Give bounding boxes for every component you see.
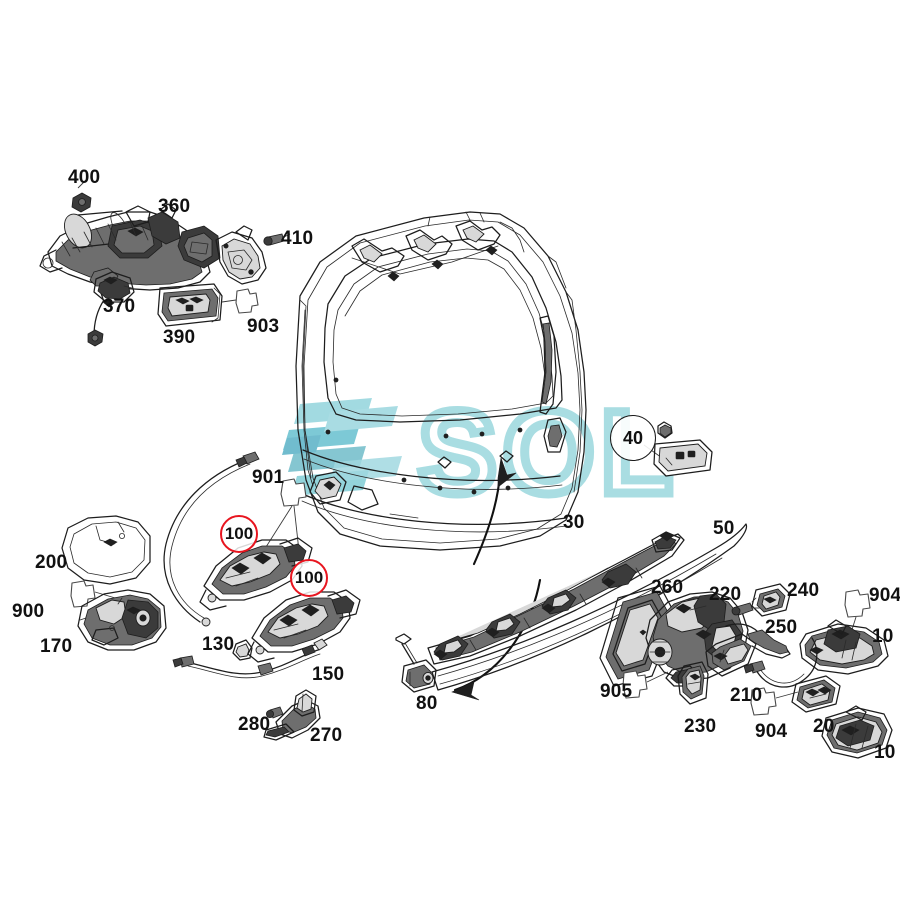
callout-280[interactable]: 280 xyxy=(238,714,271,735)
callout-200[interactable]: 200 xyxy=(35,552,68,573)
part-400-bolt xyxy=(71,179,92,213)
callout-220[interactable]: 220 xyxy=(709,584,742,605)
part-230-connector xyxy=(677,661,709,705)
part-170-lock-actuator xyxy=(77,589,167,651)
callout-130[interactable]: 130 xyxy=(202,634,235,655)
callout-390[interactable]: 390 xyxy=(163,327,196,348)
part-200-cover xyxy=(61,515,151,585)
part-40-clip-bracket xyxy=(643,421,713,477)
part-100-hinge-lower xyxy=(247,589,361,663)
part-10-lamp-lower xyxy=(821,705,893,759)
part-cable-run-left xyxy=(163,451,260,627)
part-270-striker xyxy=(263,689,321,741)
callout-20[interactable]: 20 xyxy=(813,716,835,737)
callout-900[interactable]: 900 xyxy=(12,601,45,622)
part-410-bracket xyxy=(215,225,291,285)
callout-30[interactable]: 30 xyxy=(563,512,585,533)
callout-100-lower[interactable]: 100 xyxy=(290,559,328,597)
part-210-handle xyxy=(705,623,791,677)
part-10-lamp-upper xyxy=(799,619,889,675)
assembly-direction-arrows xyxy=(451,457,542,701)
callout-80[interactable]: 80 xyxy=(416,693,438,714)
part-150-cable xyxy=(172,638,328,679)
part-group-left xyxy=(61,515,167,651)
callout-360[interactable]: 360 xyxy=(158,196,191,217)
callout-903[interactable]: 903 xyxy=(247,316,280,337)
part-250-pin xyxy=(731,602,760,616)
tailgate-body-assembly xyxy=(295,211,587,551)
tailgate-lower-fixings xyxy=(309,377,523,519)
part-group-top-left xyxy=(39,179,291,347)
part-370-sensor xyxy=(87,271,135,347)
part-30-garnish-bar xyxy=(427,531,685,665)
callout-904-upper[interactable]: 904 xyxy=(869,585,900,606)
part-50-trim-strip xyxy=(431,523,748,691)
part-905-clip xyxy=(622,670,669,699)
part-390-handle-bar xyxy=(157,283,237,327)
part-360-spindle-drive xyxy=(39,203,221,309)
callout-250[interactable]: 250 xyxy=(765,617,798,638)
part-240-connector xyxy=(751,583,791,617)
callout-905[interactable]: 905 xyxy=(600,681,633,702)
callout-50[interactable]: 50 xyxy=(713,518,735,539)
callout-100-upper[interactable]: 100 xyxy=(220,515,258,553)
part-260-gasket-frame xyxy=(599,585,677,687)
callout-230[interactable]: 230 xyxy=(684,716,717,737)
callout-410[interactable]: 410 xyxy=(281,228,314,249)
part-903-clip xyxy=(235,288,259,314)
callout-150[interactable]: 150 xyxy=(312,664,345,685)
callout-260[interactable]: 260 xyxy=(651,577,684,598)
callout-904-lower[interactable]: 904 xyxy=(755,721,788,742)
tailgate-right-hinge-detail xyxy=(539,315,567,453)
part-80-switch xyxy=(395,633,437,693)
callout-10-lower[interactable]: 10 xyxy=(874,742,896,763)
callout-270[interactable]: 270 xyxy=(310,725,343,746)
callout-370[interactable]: 370 xyxy=(103,296,136,317)
callout-210[interactable]: 210 xyxy=(730,685,763,706)
tailgate-header-reinforcement xyxy=(351,211,525,282)
callout-400[interactable]: 400 xyxy=(68,167,101,188)
part-harness-cable-right xyxy=(743,637,818,688)
part-group-bottom-right xyxy=(599,583,893,759)
part-130-clip xyxy=(232,639,253,661)
callout-170[interactable]: 170 xyxy=(40,636,73,657)
callout-901[interactable]: 901 xyxy=(252,467,285,488)
callout-240[interactable]: 240 xyxy=(787,580,820,601)
part-280-pin xyxy=(265,706,284,719)
callout-40[interactable]: 40 xyxy=(610,415,656,461)
part-20-switch xyxy=(791,675,841,713)
callout-10-upper[interactable]: 10 xyxy=(872,626,894,647)
